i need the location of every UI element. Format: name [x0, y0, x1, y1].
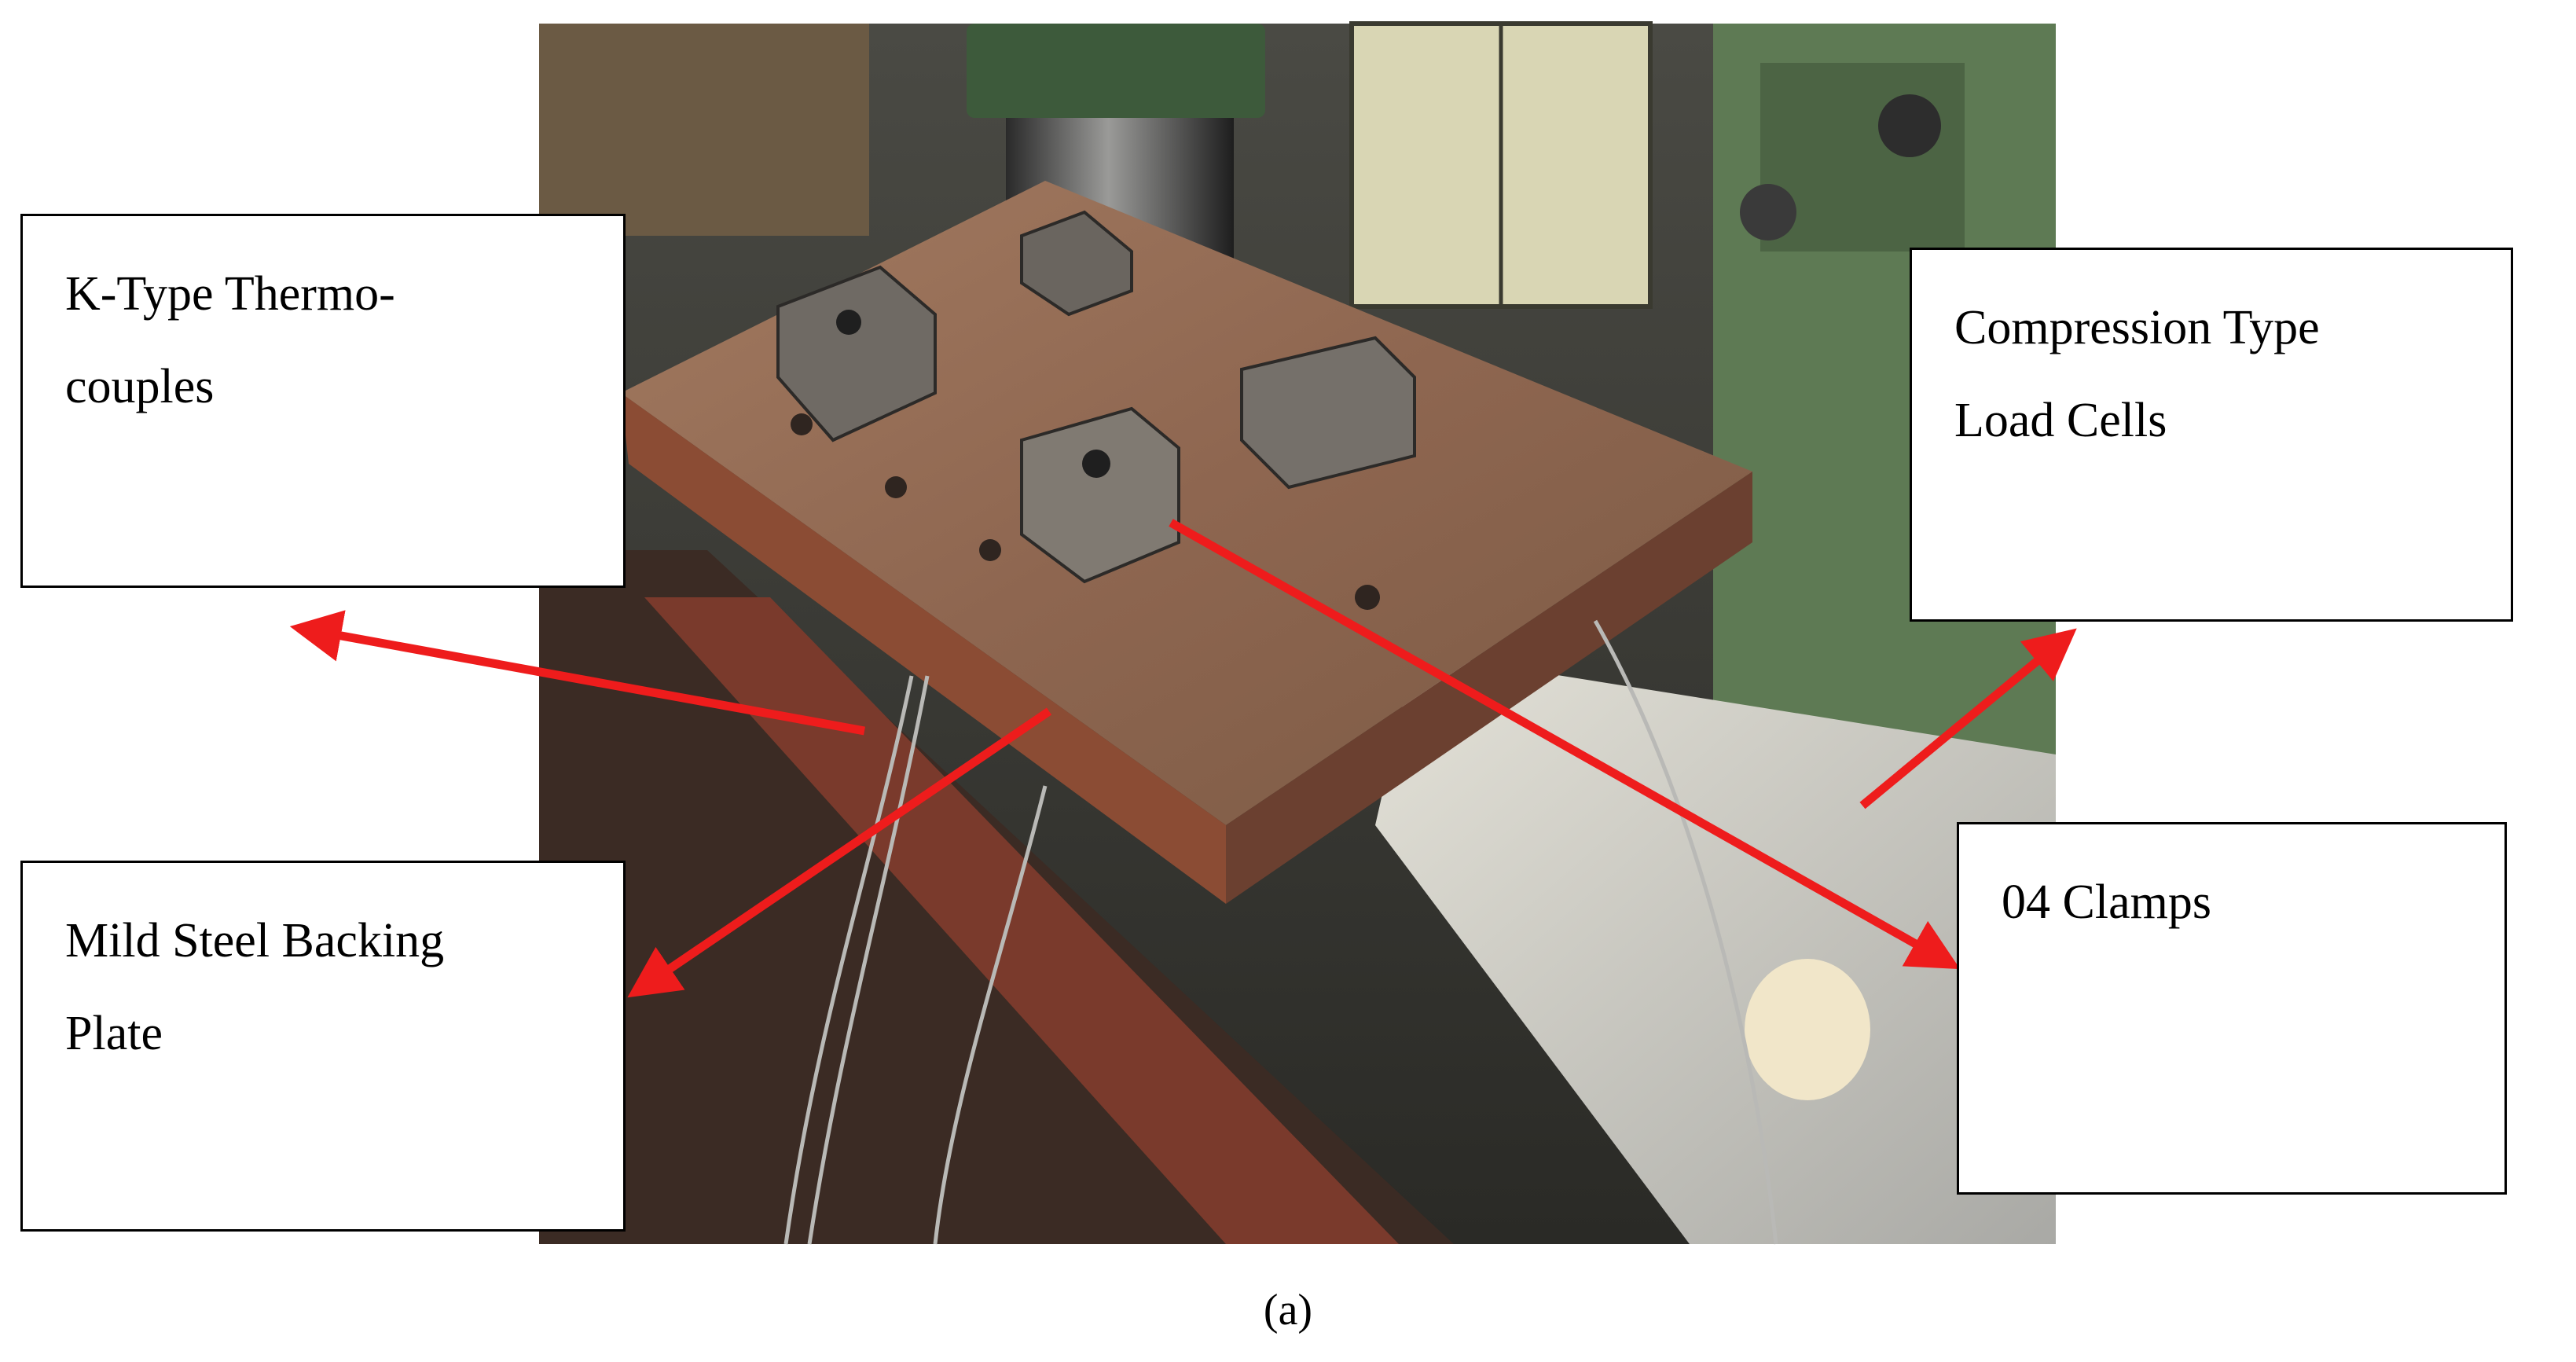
arrow-clamps [1169, 519, 1961, 970]
pointer-arrows [289, 519, 2077, 998]
arrow-backing-plate [627, 707, 1052, 998]
callout-load-cells-line2: Load Cells [1954, 394, 2167, 447]
callout-clamps: 04 Clamps [1957, 822, 2507, 1195]
callout-load-cells-line1: Compression Type [1954, 301, 2320, 354]
callout-thermocouples-line2: couples [65, 360, 215, 413]
callout-clamps-line1: 04 Clamps [2002, 876, 2211, 929]
callout-load-cells: Compression Type Load Cells [1910, 248, 2513, 622]
clamps [776, 210, 1416, 584]
aluminium-backing-block [1375, 652, 2056, 1244]
callout-backing-plate: Mild Steel Backing Plate [20, 861, 626, 1232]
figure-caption: (a) [1263, 1286, 1313, 1334]
callout-backing-plate-line2: Plate [65, 1007, 163, 1060]
callout-thermocouples-line1: K-Type Thermo- [65, 267, 395, 321]
thermocouple-wires [783, 619, 1778, 1245]
arrow-thermocouples [289, 610, 865, 736]
arrow-load-cells [1859, 628, 2077, 809]
callout-thermocouples: K-Type Thermo- couples [20, 214, 626, 588]
callout-backing-plate-line1: Mild Steel Backing [65, 914, 445, 967]
